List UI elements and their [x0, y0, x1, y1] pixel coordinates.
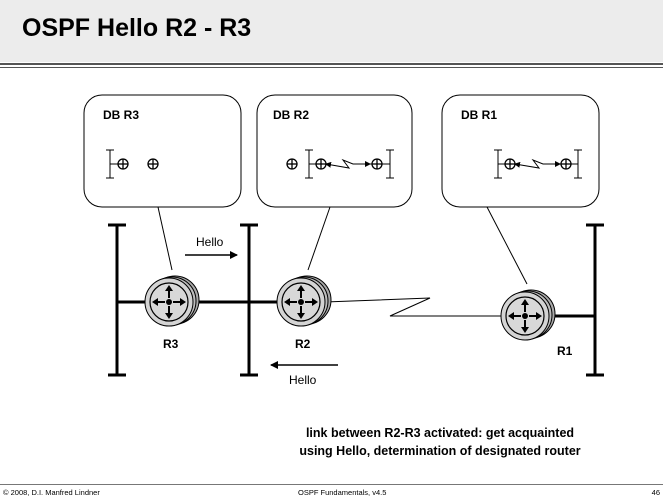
ethernet-segment-middle: [240, 223, 258, 377]
router-label-r2: R2: [295, 337, 311, 351]
db-r1-topology: [494, 149, 582, 179]
caption: link between R2-R3 activated: get acquai…: [220, 424, 660, 460]
slide-title: OSPF Hello R2 - R3: [22, 14, 252, 42]
db-box-r1: DB R1: [441, 94, 600, 208]
router-r3: [144, 275, 200, 327]
router-r2: [276, 275, 332, 327]
db-label-r3: DB R3: [103, 108, 139, 122]
db-r3-topology: [106, 149, 159, 179]
router-label-r3: R3: [163, 337, 179, 351]
db-box-r3: DB R3: [83, 94, 242, 208]
db-r3-pointer: [157, 206, 173, 271]
caption-line-2: using Hello, determination of designated…: [299, 444, 581, 458]
ethernet-segment-left: [108, 223, 126, 377]
footer-course: OSPF Fundamentals, v4.5: [298, 488, 387, 497]
footer-copyright: © 2008, D.I. Manfred Lindner: [3, 488, 100, 497]
db-r1-pointer: [486, 206, 528, 285]
footer-rule: [0, 484, 663, 485]
title-bar: OSPF Hello R2 - R3: [0, 0, 663, 62]
db-label-r2: DB R2: [273, 108, 309, 122]
footer-page-number: 46: [651, 488, 660, 497]
router-label-r1: R1: [557, 344, 573, 358]
title-rule: [0, 63, 663, 65]
db-r2-topology: [286, 149, 394, 179]
serial-link-r2-r1: [324, 297, 504, 317]
hello-label-left: Hello: [289, 373, 317, 387]
caption-line-1: link between R2-R3 activated: get acquai…: [305, 426, 575, 440]
title-rule-thin: [0, 67, 663, 68]
db-label-r1: DB R1: [461, 108, 497, 122]
db-box-r2: DB R2: [256, 94, 413, 208]
db-r2-pointer: [307, 206, 331, 271]
hello-label-right: Hello: [196, 235, 224, 249]
ethernet-segment-right: [586, 223, 604, 377]
router-r1: [500, 289, 556, 341]
